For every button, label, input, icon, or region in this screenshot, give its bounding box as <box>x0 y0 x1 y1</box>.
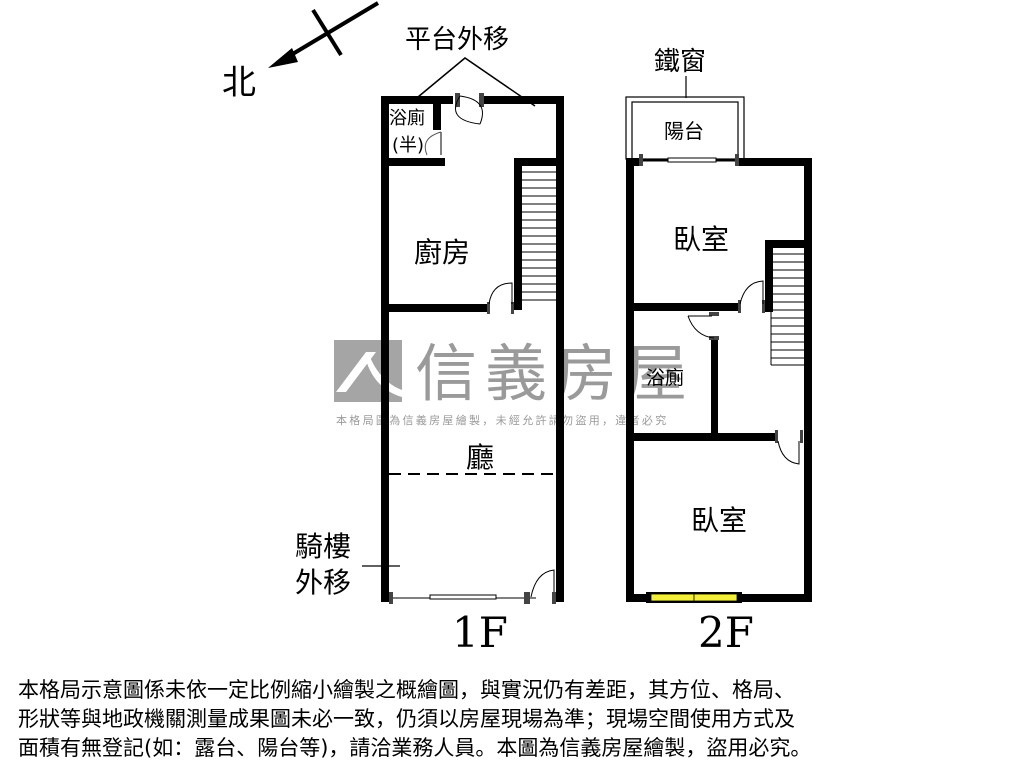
disclaimer-line-1: 本格局示意圖係未依一定比例縮小繪製之概繪圖，與實況仍有差距，其方位、格局、 <box>18 678 795 702</box>
floor-2-plan: 鐵窗 陽台 <box>625 47 812 657</box>
room-living-label: 廳 <box>466 441 494 474</box>
room-half-bath-note: (半) <box>392 135 424 156</box>
floor-1-title: 1F <box>452 608 508 657</box>
disclaimer-line-2: 形狀等與地政機關測量成果圖未必一致，仍須以房屋現場為準；現場空間使用方式及 <box>18 707 795 731</box>
iron-window-label: 鐵窗 <box>654 47 706 77</box>
arcade-moved-label-line1: 騎樓 <box>295 530 351 563</box>
disclaimer-line-3: 面積有無登記(如：露台、陽台等)，請洽業務人員。本圖為信義房屋繪製，盜用必究。 <box>18 736 812 760</box>
north-arrow-icon <box>268 1 380 68</box>
room-half-bath-label: 浴廁 <box>389 107 425 129</box>
floor-1-plan: 平台外移 <box>295 25 564 657</box>
brand-logo-icon <box>334 340 403 402</box>
watermark-notice: 本格局圖為信義房屋繪製，未經允許請勿盜用，違者必究 <box>336 413 669 427</box>
room-bathroom-label: 浴廁 <box>646 366 684 389</box>
room-balcony-label: 陽台 <box>664 119 704 143</box>
room-kitchen-label: 廚房 <box>414 236 470 269</box>
room-bedroom-top-label: 臥室 <box>673 223 729 256</box>
compass-north-label: 北 <box>222 63 256 103</box>
arcade-moved-label-line2: 外移 <box>295 566 351 599</box>
watermark: 信義房屋 本格局圖為信義房屋繪製，未經允許請勿盜用，違者必究 <box>334 337 695 427</box>
watermark-brand: 信義房屋 <box>415 337 695 410</box>
room-bedroom-bottom-label: 臥室 <box>691 504 747 537</box>
platform-moved-label: 平台外移 <box>405 25 509 55</box>
floor-2-title: 2F <box>698 608 754 657</box>
disclaimer-text: 本格局示意圖係未依一定比例縮小繪製之概繪圖，與實況仍有差距，其方位、格局、 形狀… <box>18 676 1018 763</box>
